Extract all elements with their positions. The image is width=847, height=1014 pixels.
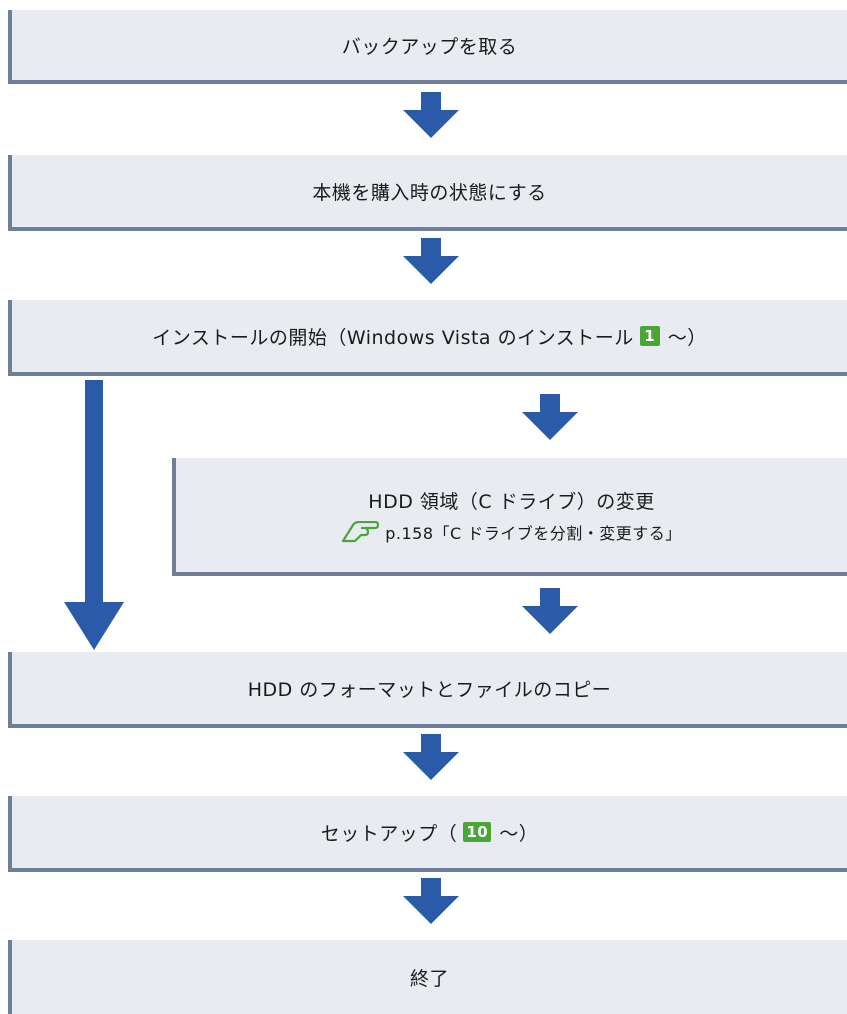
step-reset-box: 本機を購入時の状態にする [8, 155, 847, 231]
step-number-badge: 1 [639, 326, 660, 346]
step-finish-box: 終了 [8, 940, 847, 1014]
arrow-down-icon [403, 238, 459, 284]
step-backup-box: バックアップを取る [8, 10, 847, 84]
step-reset-label: 本機を購入時の状態にする [312, 181, 547, 204]
step-hdd-area-title: HDD 領域（C ドライブ）の変更 [368, 490, 655, 513]
step-backup-label: バックアップを取る [341, 35, 518, 58]
install-start-suffix: ～） [667, 326, 707, 349]
arrow-down-icon [403, 92, 459, 138]
install-start-prefix: インストールの開始（Windows Vista のインストール [152, 326, 634, 349]
setup-prefix: セットアップ（ [320, 822, 458, 845]
step-format-copy-box: HDD のフォーマットとファイルのコピー [8, 652, 847, 728]
pointing-hand-icon [342, 520, 380, 542]
arrow-down-icon [522, 394, 578, 440]
arrow-down-icon [403, 878, 459, 924]
step-hdd-area-box: HDD 領域（C ドライブ）の変更 p.158「C ドライブを分割・変更する」 [172, 458, 847, 576]
step-install-start-label: インストールの開始（Windows Vista のインストール 1 ～） [152, 323, 707, 350]
step-format-copy-label: HDD のフォーマットとファイルのコピー [247, 678, 612, 701]
hdd-area-reference[interactable]: p.158「C ドライブを分割・変更する」 [341, 520, 682, 544]
step-setup-label: セットアップ（ 10 ～） [321, 819, 538, 846]
setup-suffix: ～） [499, 822, 539, 845]
step-finish-label: 終了 [409, 967, 449, 990]
arrow-down-icon [522, 588, 578, 634]
arrow-down-icon [403, 734, 459, 780]
hdd-area-reference-text: p.158「C ドライブを分割・変更する」 [385, 523, 682, 543]
step-install-start-box: インストールの開始（Windows Vista のインストール 1 ～） [8, 300, 847, 376]
step-setup-box: セットアップ（ 10 ～） [8, 796, 847, 872]
step-number-badge: 10 [463, 822, 492, 842]
arrow-down-icon [64, 380, 124, 650]
